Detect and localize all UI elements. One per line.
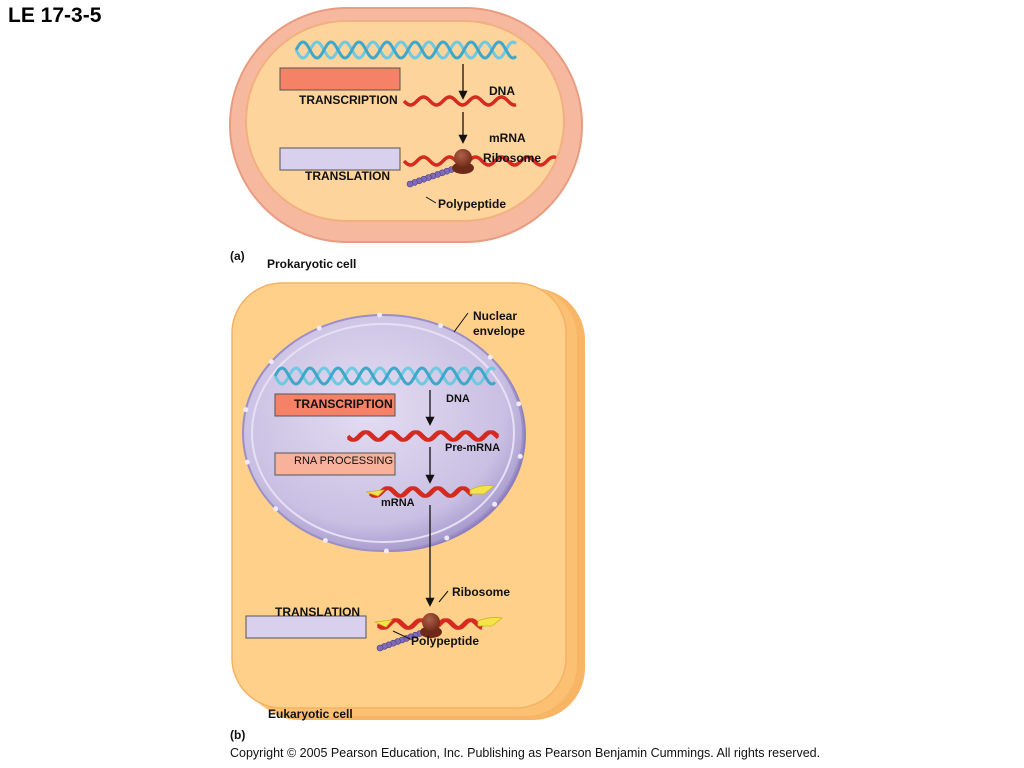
nuclear-pore [383, 548, 389, 554]
nuclear-pore [316, 325, 322, 331]
label-nuclear-envelope-1: Nuclear [473, 309, 518, 323]
nuclear-pore [377, 312, 383, 318]
nuclear-pore [444, 535, 450, 541]
cell-membrane [245, 20, 565, 222]
pre-mrna-strand-2 [346, 430, 500, 442]
panel-b-caption: Eukaryotic cell [268, 707, 353, 721]
nuclear-pore [487, 354, 493, 360]
nuclear-pore [244, 459, 250, 465]
label-translation-b: TRANSLATION [275, 605, 361, 619]
dna-helix-b [273, 366, 497, 386]
ribosome-b [420, 613, 442, 638]
transcription-box-b [274, 393, 396, 417]
prokaryotic-cell [229, 7, 583, 243]
nuclear-pores [243, 312, 523, 554]
dna-helix-a [294, 40, 518, 60]
nuclear-pore [492, 501, 498, 507]
nuclear-pore [516, 401, 522, 407]
nuclear-pore [243, 407, 249, 413]
label-dna-b: DNA [446, 393, 470, 405]
translation-box-a [279, 147, 401, 171]
panel-a-letter: (a) [230, 249, 245, 263]
nuclear-pore [268, 359, 274, 365]
label-ribosome-a: Ribosome [483, 151, 542, 165]
label-transcription-b: TRANSCRIPTION [294, 397, 393, 411]
label-polypeptide-b: Polypeptide [411, 634, 480, 648]
mrna-cap [365, 489, 386, 497]
label-ribosome-b: Ribosome [452, 585, 511, 599]
amino-acid-bead [376, 644, 384, 652]
leader-nuclear-envelope [453, 312, 469, 333]
nuclear-pore [438, 323, 444, 328]
leader-polypeptide-b [392, 630, 411, 640]
label-dna-a: DNA [489, 84, 515, 98]
transcription-box-a [279, 67, 401, 91]
panel-b-letter: (b) [230, 728, 246, 742]
mrna-strand-a1 [402, 95, 517, 107]
rna-processing-box [274, 452, 396, 476]
ribosome-a [452, 149, 474, 174]
leader-ribosome-b [438, 590, 449, 603]
translation-box-b [245, 615, 367, 639]
nuclear-envelope-inner [251, 323, 515, 543]
poly-a-tail [469, 485, 495, 495]
mrna-strand-a2 [402, 155, 557, 167]
label-mrna-b: mRNA [381, 497, 415, 509]
nuclear-pore [273, 506, 279, 512]
label-translation-a: TRANSLATION [305, 169, 391, 183]
panel-a-caption: Prokaryotic cell [267, 257, 357, 271]
nuclear-pore [322, 538, 328, 543]
label-pre-mrna: Pre-mRNA [445, 442, 501, 454]
slide-title: LE 17-3-5 [8, 4, 102, 27]
copyright-notice: Copyright © 2005 Pearson Education, Inc.… [230, 746, 821, 760]
nucleus [242, 314, 526, 552]
label-transcription-a: TRANSCRIPTION [299, 93, 398, 107]
mrna-strand-b2 [368, 486, 474, 498]
label-rna-processing: RNA PROCESSING [294, 455, 394, 467]
amino-acid-bead [406, 180, 414, 188]
label-mrna-a: mRNA [489, 131, 526, 145]
leader-polypeptide-a [425, 196, 437, 204]
nuclear-pore [517, 453, 523, 459]
cyto-mrna-cap [373, 619, 393, 628]
cyto-poly-a-tail [477, 617, 503, 627]
label-polypeptide-a: Polypeptide [438, 197, 507, 211]
label-nuclear-envelope-2: envelope [473, 324, 526, 338]
